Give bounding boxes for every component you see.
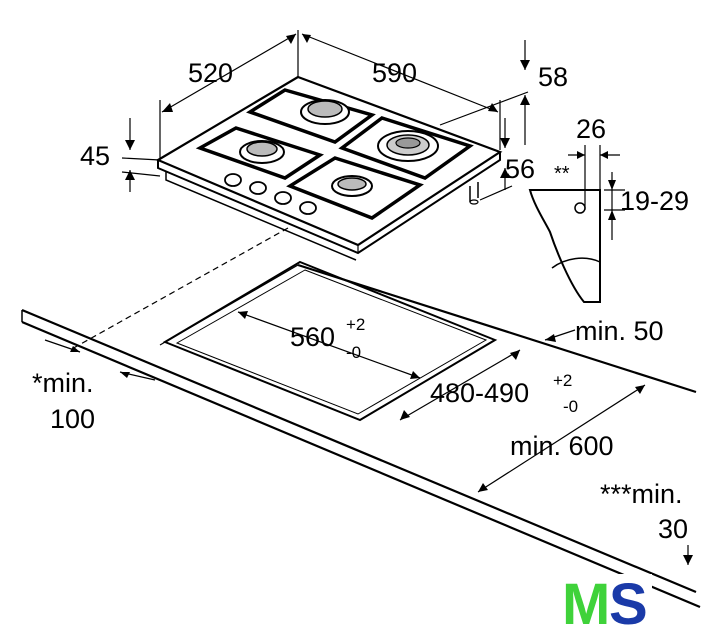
label-total-height: 58 xyxy=(538,62,568,92)
label-side-min-line2: 100 xyxy=(50,404,95,434)
section-detail xyxy=(528,145,625,303)
pan-support-right xyxy=(338,116,474,180)
label-cutout-depth-minus: -0 xyxy=(563,397,578,416)
label-cutout-width: 560 xyxy=(290,322,335,352)
dimension-labels: 520 590 58 45 56 26 ** 19-29 560 +2 -0 4… xyxy=(32,58,689,544)
cutout xyxy=(162,260,498,422)
label-side-min-line1: *min. xyxy=(32,368,94,398)
label-worktop-range: 19-29 xyxy=(620,186,689,216)
ms-logo-s-overlay xyxy=(609,574,652,630)
label-cutout-width-minus: -0 xyxy=(346,343,361,362)
burner-front xyxy=(331,175,373,197)
label-cutout-depth: 480-490 xyxy=(430,378,529,408)
burner-left xyxy=(239,140,285,164)
burner-right-wok xyxy=(377,130,439,162)
ms-logo-s: S xyxy=(609,574,648,630)
ms-logo: M S xyxy=(562,574,652,630)
control-knobs xyxy=(224,173,317,215)
label-hole-offset: 26 xyxy=(576,114,606,144)
ms-logo-text: M xyxy=(562,574,610,630)
label-double-star: ** xyxy=(554,163,570,185)
burner-back xyxy=(300,99,350,125)
label-min-worktop: min. 600 xyxy=(510,431,614,461)
label-wall-min-line2: 30 xyxy=(658,514,688,544)
label-min-back: min. 50 xyxy=(575,316,664,346)
label-wall-min-line1: ***min. xyxy=(600,479,683,509)
label-cutout-width-plus: +2 xyxy=(346,315,365,334)
label-under-height: 56 xyxy=(505,154,535,184)
label-hob-width: 590 xyxy=(372,58,417,88)
label-cutout-depth-plus: +2 xyxy=(553,371,572,390)
arrow-heads xyxy=(70,34,693,565)
hob xyxy=(155,75,503,261)
pan-support-left xyxy=(195,126,325,180)
pan-support-front xyxy=(286,156,424,220)
label-hob-depth: 520 xyxy=(188,58,233,88)
label-glass-thickness: 45 xyxy=(80,141,110,171)
